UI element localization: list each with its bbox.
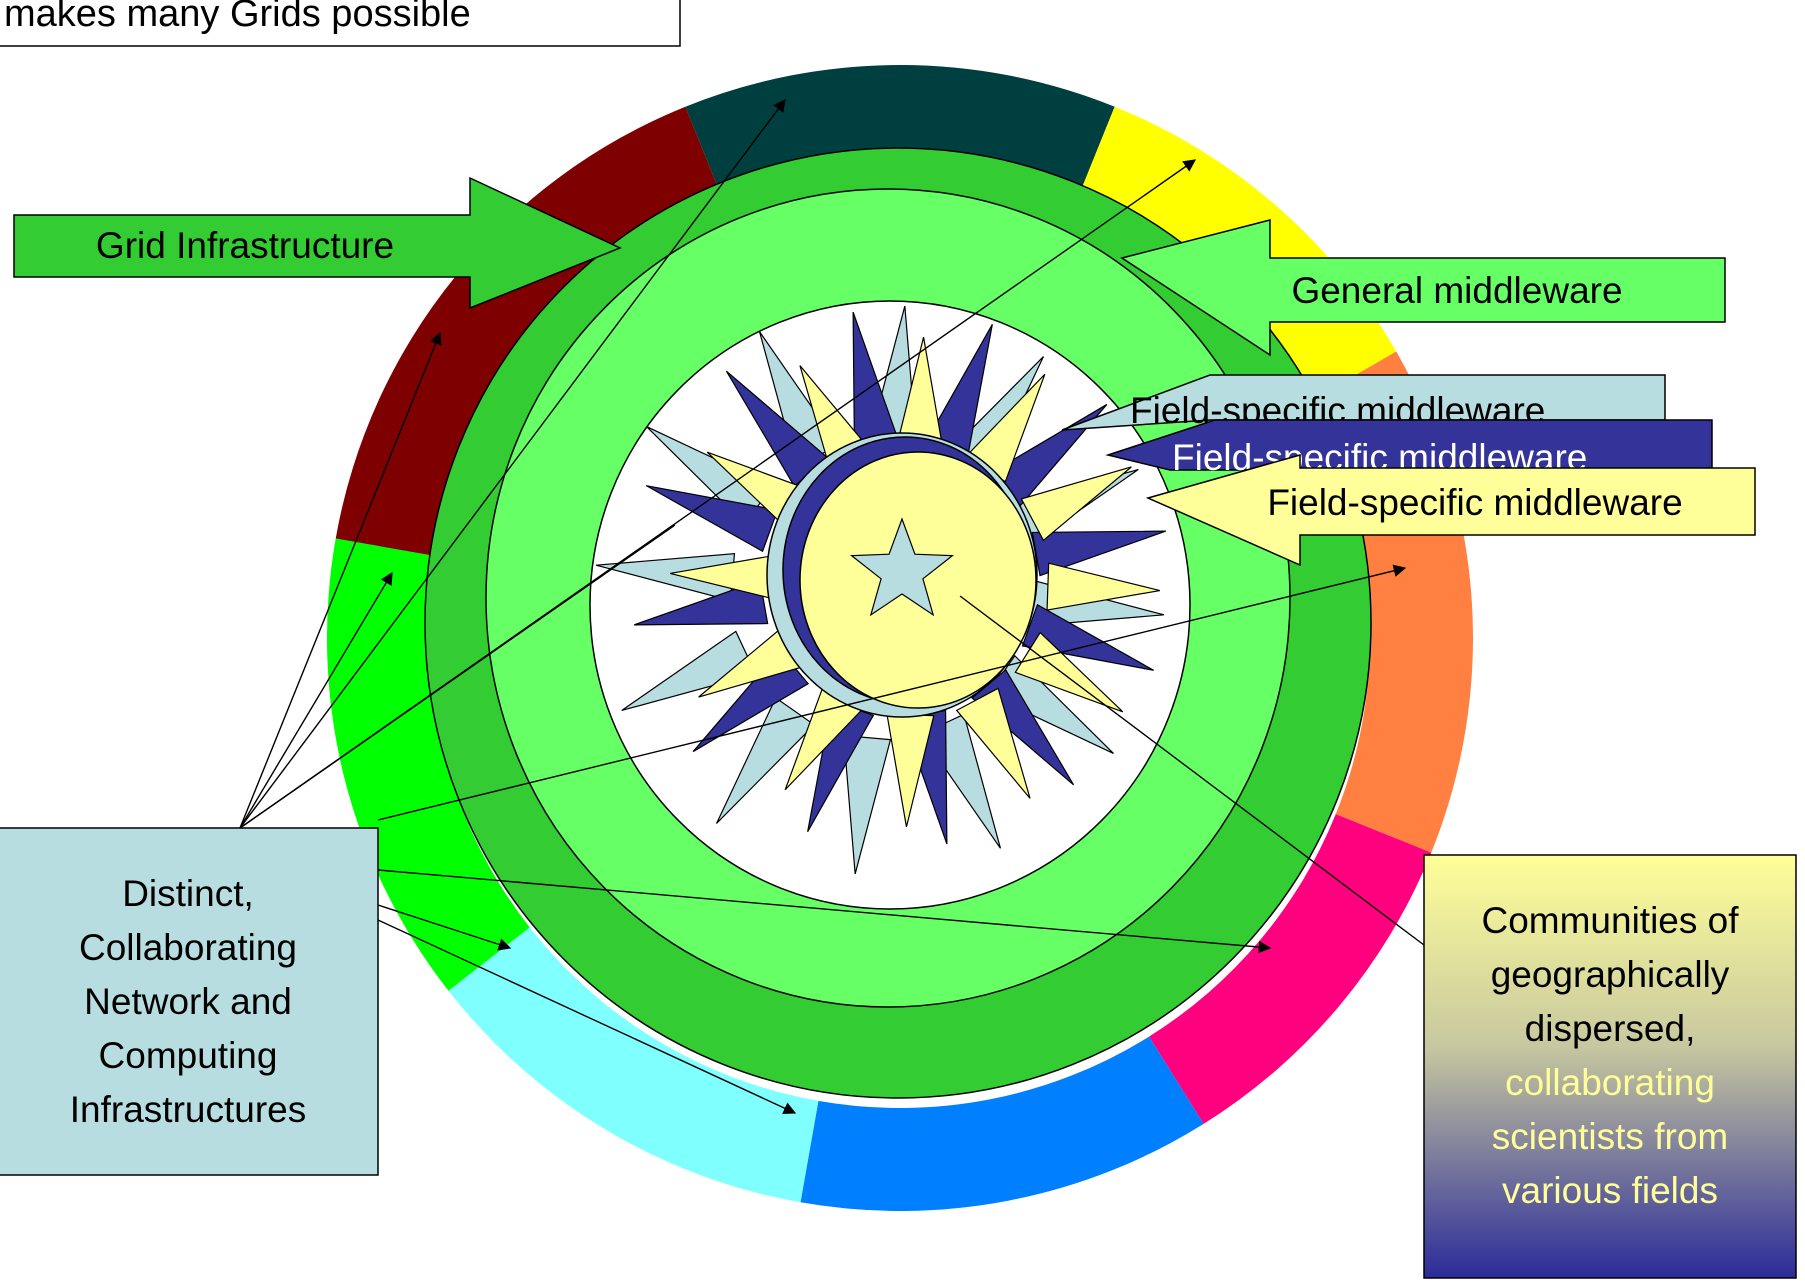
field-specific-label-3: Field-specific middleware bbox=[1267, 482, 1682, 523]
left-box-line-3: Network and bbox=[84, 981, 292, 1022]
right-box-line-5: scientists from bbox=[1492, 1116, 1728, 1157]
right-box-line-1: Communities of bbox=[1481, 900, 1739, 941]
infrastructure-connectors bbox=[239, 98, 1425, 1114]
field-specific-triangles-yellow bbox=[670, 337, 1160, 827]
left-box-line-4: Computing bbox=[99, 1035, 278, 1076]
field-triangle bbox=[1020, 466, 1132, 542]
outer-ring-segment bbox=[1149, 814, 1432, 1124]
left-infrastructure-box: Distinct, Collaborating Network and Comp… bbox=[0, 827, 379, 1176]
field-triangle bbox=[1014, 631, 1124, 713]
left-box-line-2: Collaborating bbox=[79, 927, 297, 968]
top-caption: makes many Grids possible bbox=[0, 0, 681, 47]
right-box-line-6: various fields bbox=[1502, 1170, 1718, 1211]
right-box-line-3: dispersed, bbox=[1525, 1008, 1696, 1049]
field-triangle bbox=[646, 425, 773, 526]
field-triangle bbox=[1046, 562, 1160, 611]
grid-infrastructure-label: Grid Infrastructure bbox=[96, 225, 394, 266]
field-triangle bbox=[955, 687, 1031, 799]
right-box-line-4: collaborating bbox=[1505, 1062, 1715, 1103]
field-triangle bbox=[843, 734, 892, 875]
field-triangle bbox=[633, 579, 769, 626]
right-box-line-2: geographically bbox=[1491, 954, 1730, 995]
outer-ring-segment bbox=[800, 1036, 1204, 1211]
field-specific-triangles-navy bbox=[633, 311, 1167, 845]
star-icon bbox=[849, 517, 955, 617]
field-triangle bbox=[1021, 603, 1155, 671]
grid-infrastructure-callout: Grid Infrastructure bbox=[13, 176, 622, 310]
outer-ring-segment bbox=[327, 538, 530, 991]
top-caption-text: makes many Grids possible bbox=[4, 0, 471, 35]
field-triangle bbox=[621, 630, 757, 712]
left-box-line-5: Infrastructures bbox=[70, 1089, 306, 1130]
left-box-line-1: Distinct, bbox=[122, 873, 254, 914]
field-specific-callout-3: Field-specific middleware bbox=[1145, 454, 1756, 567]
general-middleware-callout: General middleware bbox=[1120, 219, 1726, 357]
right-communities-box: Communities of geographically dispersed,… bbox=[1423, 854, 1797, 1279]
field-triangle bbox=[715, 697, 816, 824]
general-middleware-label: General middleware bbox=[1291, 270, 1622, 311]
